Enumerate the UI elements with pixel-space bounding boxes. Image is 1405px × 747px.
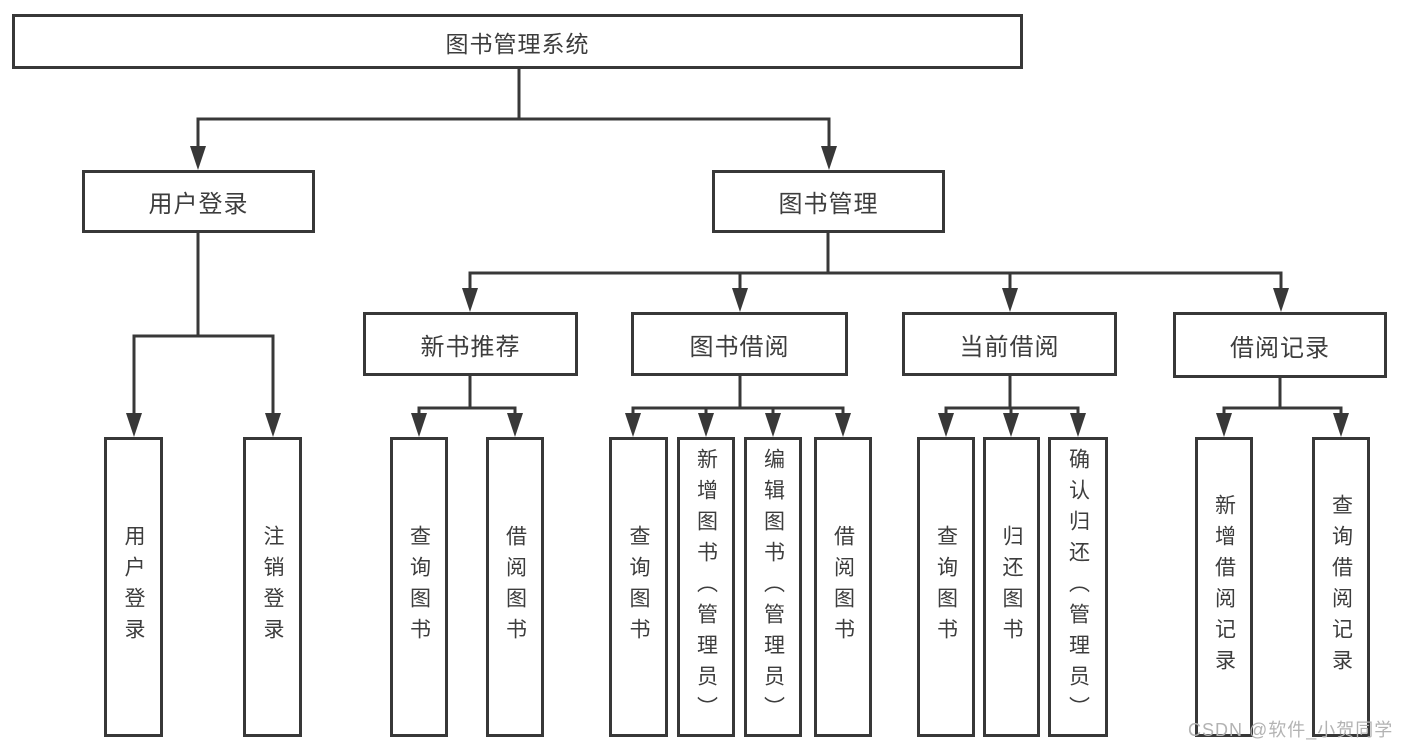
- leaf-borrow-books-recommend: 借阅图书: [486, 437, 544, 737]
- leaf-add-borrow-record-label: 新增借阅记录: [1212, 494, 1236, 680]
- node-new-book-recommend-label: 新书推荐: [420, 333, 521, 361]
- csdn-watermark: CSDN @软件_小贺同学: [1188, 720, 1394, 740]
- leaf-add-book-admin-label: 新增图书（管理员）: [694, 447, 718, 727]
- leaf-user-login-label: 用户登录: [122, 525, 145, 649]
- node-borrowing-records: 借阅记录: [1173, 312, 1387, 378]
- leaf-query-books-recommend: 查询图书: [390, 437, 448, 737]
- leaf-edit-book-admin-label: 编辑图书（管理员）: [761, 447, 785, 727]
- node-new-book-recommend: 新书推荐: [363, 312, 578, 376]
- leaf-query-books-current-label: 查询图书: [934, 525, 958, 649]
- leaf-borrow-books-borrowing-label: 借阅图书: [831, 525, 855, 649]
- leaf-add-book-admin: 新增图书（管理员）: [677, 437, 735, 737]
- leaf-logout-label: 注销登录: [261, 525, 284, 649]
- leaf-add-borrow-record: 新增借阅记录: [1195, 437, 1253, 737]
- leaf-edit-book-admin: 编辑图书（管理员）: [744, 437, 802, 737]
- node-library-system: 图书管理系统: [12, 14, 1023, 69]
- node-book-borrowing-label: 图书借阅: [689, 333, 790, 361]
- node-borrowing-records-label: 借阅记录: [1230, 334, 1330, 362]
- leaf-query-books-recommend-label: 查询图书: [407, 525, 431, 649]
- leaf-query-books-current: 查询图书: [917, 437, 975, 737]
- leaf-confirm-return-admin: 确认归还（管理员）: [1048, 437, 1108, 737]
- leaf-borrow-books-borrowing: 借阅图书: [814, 437, 872, 737]
- leaf-logout: 注销登录: [243, 437, 302, 737]
- leaf-query-borrow-record-label: 查询借阅记录: [1329, 494, 1353, 680]
- node-book-borrowing: 图书借阅: [631, 312, 848, 376]
- leaf-borrow-books-recommend-label: 借阅图书: [503, 525, 527, 649]
- node-user-login-label: 用户登录: [148, 191, 249, 218]
- node-user-login: 用户登录: [82, 170, 315, 233]
- node-library-system-label: 图书管理系统: [445, 30, 590, 57]
- leaf-return-books-label: 归还图书: [1000, 525, 1023, 649]
- node-current-borrowing-label: 当前借阅: [959, 333, 1060, 361]
- leaf-query-borrow-record: 查询借阅记录: [1312, 437, 1370, 737]
- node-book-management-label: 图书管理: [778, 191, 879, 218]
- leaf-user-login: 用户登录: [104, 437, 163, 737]
- node-current-borrowing: 当前借阅: [902, 312, 1117, 376]
- leaf-query-books-borrowing: 查询图书: [609, 437, 668, 737]
- node-book-management: 图书管理: [712, 170, 945, 233]
- leaf-query-books-borrowing-label: 查询图书: [627, 525, 650, 649]
- leaf-confirm-return-admin-label: 确认归还（管理员）: [1066, 447, 1090, 727]
- leaf-return-books: 归还图书: [983, 437, 1040, 737]
